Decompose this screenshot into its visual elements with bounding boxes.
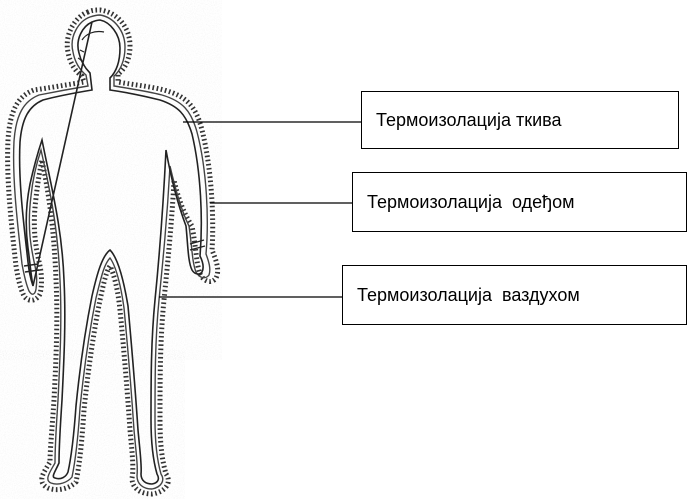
label-air-insulation: Термоизолација ваздухом xyxy=(342,265,687,325)
label-tissue-insulation: Термоизолација ткива xyxy=(361,91,679,149)
label-clothing-insulation: Термоизолација одеђом xyxy=(352,172,687,232)
